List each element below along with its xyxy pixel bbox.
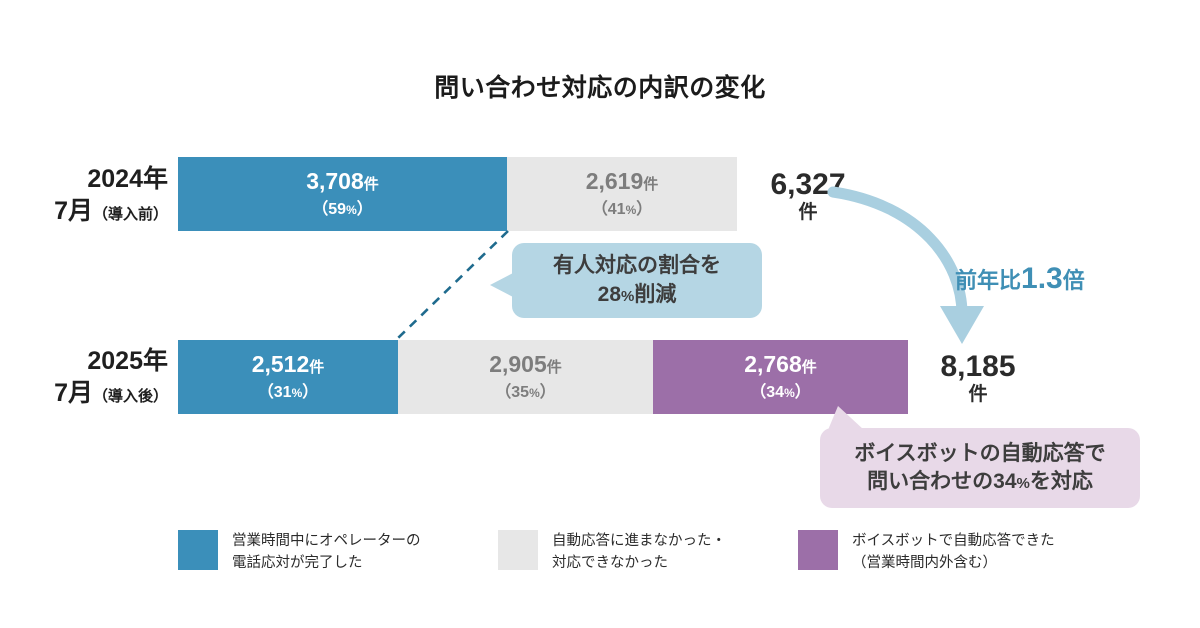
callout-voicebot-value: 問い合わせの34 [867,470,1017,493]
segment-unit: 件 [643,175,659,193]
legend-item-operator[interactable]: 営業時間中にオペレーターの 電話応対が完了した [178,530,421,575]
row-label-2025-year: 2025年 [87,347,168,375]
bar-segment-2025-operator[interactable]: 2,512件 （31%） [178,340,398,414]
callout-reduction-line1: 有人対応の割合を [553,254,721,278]
stacked-bar-2024: 3,708件 （59%） 2,619件 （41%） [178,157,737,231]
legend-label-unhandled-line1: 自動応答に進まなかった・ [552,533,726,549]
callout-voicebot-line1: ボイスボットの自動応答で [854,441,1106,465]
segment-percent-close: ） [539,384,556,402]
legend-label-voicebot-line2: （営業時間内外含む） [852,555,997,572]
legend-swatch-voicebot-icon [798,530,838,570]
row-label-2024-month: 7月 [54,197,93,225]
legend-label-operator: 営業時間中にオペレーターの 電話応対が完了した [232,530,421,575]
row-total-2024: 6,327 件 [748,168,868,223]
row-label-2025-note: （導入後） [92,388,168,405]
callout-voicebot-percent-sign: % [1016,475,1030,492]
legend-label-voicebot: ボイスボットで自動応答できた （営業時間内外含む） [852,530,1055,575]
segment-value: 2,512 [251,350,310,377]
legend: 営業時間中にオペレーターの 電話応対が完了した 自動応答に進まなかった・ 対応で… [178,530,1178,590]
legend-swatch-operator-icon [178,530,218,570]
segment-percent: （35 [495,384,530,402]
bar-segment-2024-operator[interactable]: 3,708件 （59%） [178,157,507,231]
segment-percent: （34 [750,384,785,402]
page-title: 問い合わせ対応の内訳の変化 [434,74,766,102]
segment-value: 2,619 [585,167,644,194]
segment-unit: 件 [309,358,325,376]
segment-value: 2,905 [489,350,547,377]
row-total-2025-value: 8,185 [940,350,1016,383]
segment-value: 2,768 [744,350,802,377]
bar-segment-2024-unhandled[interactable]: 2,619件 （41%） [507,157,737,231]
bar-segment-2025-voicebot[interactable]: 2,768件 （34%） [653,340,908,414]
segment-percent: （31 [257,384,292,402]
legend-item-unhandled[interactable]: 自動応答に進まなかった・ 対応できなかった [498,530,726,575]
legend-swatch-unhandled-icon [498,530,538,570]
segment-percent: （59 [312,201,347,219]
legend-label-operator-line1: 営業時間中にオペレーターの [232,533,421,549]
row-label-2024: 2024年 7月（導入前） [8,163,168,227]
growth-annotation: 前年比1.3倍 [955,262,1085,296]
segment-percent-close: ） [636,201,653,219]
callout-reduction-suffix: 削減 [634,282,677,306]
segment-percent-sign: % [529,386,540,401]
segment-percent-sign: % [784,386,795,401]
row-total-2024-value: 6,327 [770,168,846,201]
segment-value: 3,708 [306,167,364,194]
legend-label-unhandled: 自動応答に進まなかった・ 対応できなかった [552,530,726,575]
segment-percent: （41 [591,201,626,219]
legend-label-unhandled-line2: 対応できなかった [552,555,668,572]
segment-percent-sign: % [625,203,637,218]
row-label-2025-month: 7月 [54,379,93,407]
segment-percent-close: ） [794,384,811,402]
growth-arrowhead-icon [940,306,984,344]
segment-unit: 件 [801,358,817,376]
growth-suffix: 倍 [1062,268,1085,293]
segment-unit: 件 [546,358,562,376]
legend-label-voicebot-line1: ボイスボットで自動応答できた [852,533,1055,549]
stacked-bar-2025: 2,512件 （31%） 2,905件 （35%） 2,768件 （34%） [178,340,908,414]
row-label-2024-year: 2024年 [87,165,168,193]
row-total-2024-unit: 件 [798,201,818,223]
callout-voicebot-suffix: を対応 [1029,470,1093,493]
growth-prefix: 前年比 [955,268,1022,293]
segment-percent-close: ） [302,384,319,402]
segment-percent-close: ） [356,201,373,219]
callout-voicebot-line2: 問い合わせの34%を対応 [867,468,1093,496]
segment-percent-sign: % [291,386,303,401]
callout-reduction[interactable]: 有人対応の割合を 28%削減 [490,243,762,318]
row-total-2025-unit: 件 [968,383,988,405]
row-label-2024-note: （導入前） [92,206,168,223]
row-label-2025: 2025年 7月（導入後） [8,345,168,409]
bar-segment-2025-unhandled[interactable]: 2,905件 （35%） [398,340,653,414]
callout-reduction-percent-sign: % [621,287,635,305]
callout-reduction-line2: 28%削減 [598,281,677,309]
row-total-2025: 8,185 件 [918,350,1038,405]
segment-unit: 件 [363,175,379,193]
legend-label-operator-line2: 電話応対が完了した [232,555,363,572]
legend-item-voicebot[interactable]: ボイスボットで自動応答できた （営業時間内外含む） [798,530,1055,575]
growth-number: 1.3 [1021,262,1063,295]
callout-voicebot[interactable]: ボイスボットの自動応答で 問い合わせの34%を対応 [820,406,1140,508]
callout-reduction-value: 28 [597,282,621,306]
segment-percent-sign: % [346,203,357,218]
